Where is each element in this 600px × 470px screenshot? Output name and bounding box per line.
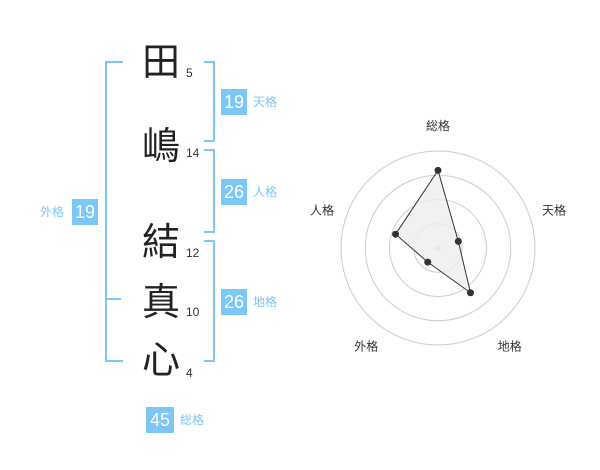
soukaku-value-badge: 45 xyxy=(146,407,174,433)
radar-ring-2 xyxy=(389,199,487,297)
radar-point-地格 xyxy=(466,289,474,297)
tenkaku-value-badge: 19 xyxy=(221,89,247,115)
name-char-4: 真 xyxy=(141,280,180,324)
radar-ring-4 xyxy=(340,150,536,346)
radar-ring-3 xyxy=(364,174,512,322)
jinkaku-label: 人格 xyxy=(253,185,278,199)
radar-point-天格 xyxy=(454,237,462,245)
radar-point-人格 xyxy=(392,230,400,238)
stroke-count-1: 5 xyxy=(186,66,193,80)
name-char-5: 心 xyxy=(141,338,180,382)
radar-point-外格 xyxy=(424,258,432,266)
gaikaku-label: 外格 xyxy=(40,205,65,219)
chikaku-label: 地格 xyxy=(253,295,278,309)
radar-series-polygon xyxy=(394,169,472,294)
radar-axis-label: 人格 xyxy=(310,202,334,217)
soukaku-label: 総格 xyxy=(180,413,205,427)
stroke-count-5: 4 xyxy=(186,366,193,380)
chikaku-value-badge: 26 xyxy=(221,289,247,315)
tenkaku-bracket xyxy=(204,61,215,142)
radar-axis-label: 天格 xyxy=(542,202,566,217)
name-char-1: 田 xyxy=(141,40,180,84)
tenkaku-label: 天格 xyxy=(253,95,278,109)
stroke-count-3: 12 xyxy=(186,246,200,260)
radar-center xyxy=(435,245,441,251)
gaikaku-bracket-tick xyxy=(105,298,121,300)
jinkaku-value-badge: 26 xyxy=(221,179,247,205)
name-char-3: 結 xyxy=(141,220,180,264)
stroke-count-4: 10 xyxy=(186,305,200,319)
radar-ring-1 xyxy=(413,223,463,273)
radar-axis-label: 地格 xyxy=(498,339,522,354)
radar-axis-label: 外格 xyxy=(354,339,378,354)
name-char-2: 嶋 xyxy=(141,124,180,168)
radar-point-総格 xyxy=(434,166,442,174)
jinkaku-bracket xyxy=(204,149,215,233)
gaikaku-bracket xyxy=(105,61,123,362)
chikaku-bracket xyxy=(204,240,215,362)
stroke-count-2: 14 xyxy=(186,146,200,160)
radar-axis-label: 総格 xyxy=(426,118,450,133)
gaikaku-value-badge: 19 xyxy=(72,199,98,225)
